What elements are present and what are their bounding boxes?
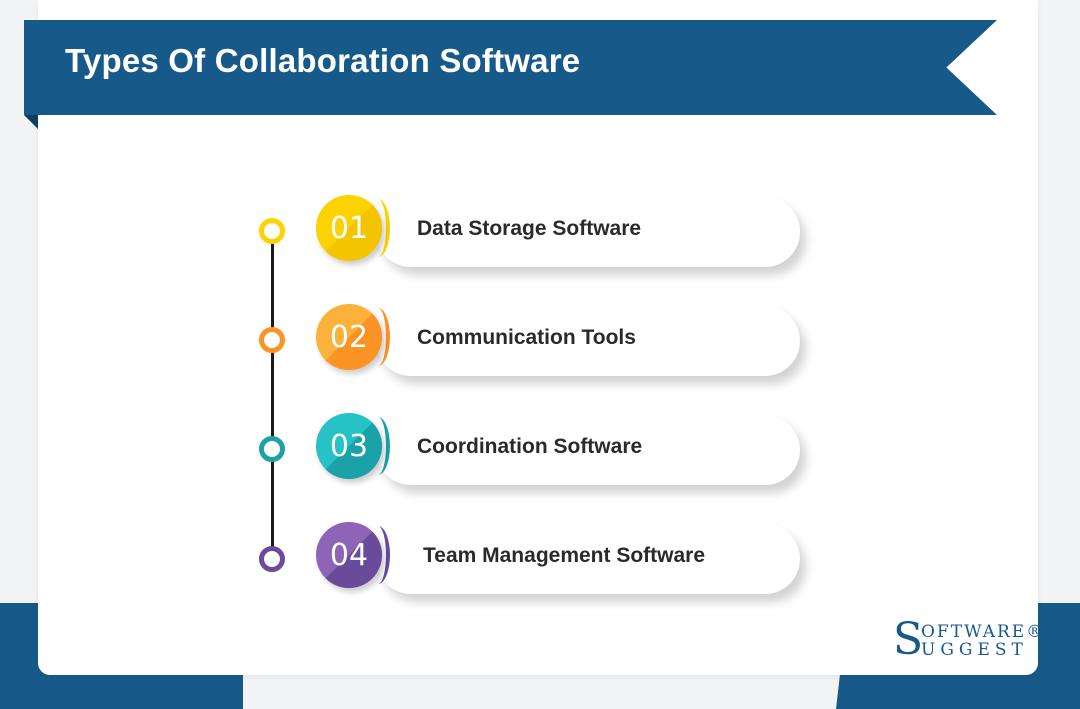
item-pill <box>376 306 800 376</box>
item-label: Data Storage Software <box>417 217 642 240</box>
page-title: Types Of Collaboration Software <box>65 42 581 79</box>
item-pill <box>376 415 800 485</box>
item-pill <box>376 524 800 594</box>
item-label: Team Management Software <box>423 544 706 567</box>
arc-decoration-icon <box>366 526 390 584</box>
number-badge: 03 <box>316 413 382 479</box>
list-item-4: 04 Team Management Software <box>316 522 816 602</box>
item-label: Communication Tools <box>417 326 636 349</box>
arc-decoration-icon <box>366 417 390 475</box>
title-ribbon <box>24 20 997 115</box>
badge-number: 03 <box>329 428 369 464</box>
timeline-node-2 <box>259 327 285 353</box>
badge-number: 04 <box>329 537 369 573</box>
logo-line2: UGGEST <box>921 640 1028 660</box>
badge-number: 02 <box>329 319 369 355</box>
timeline-line <box>271 228 274 558</box>
logo-initial: S <box>893 614 924 665</box>
arc-decoration-icon <box>366 308 390 366</box>
list-item-2: 02 Communication Tools <box>316 304 816 384</box>
item-label: Coordination Software <box>417 435 643 458</box>
logo-line1: OFTWARE® <box>921 622 1046 642</box>
list-item-1: 01 Data Storage Software <box>316 195 816 275</box>
badge-number: 01 <box>329 210 369 246</box>
number-badge: 01 <box>316 195 382 261</box>
number-badge: 02 <box>316 304 382 370</box>
timeline-node-1 <box>259 218 285 244</box>
list-item-3: 03 Coordination Software <box>316 413 816 493</box>
arc-decoration-icon <box>366 199 390 257</box>
item-pill <box>376 197 800 267</box>
timeline-node-3 <box>259 436 285 462</box>
timeline-node-4 <box>259 546 285 572</box>
number-badge: 04 <box>316 522 382 588</box>
ribbon-fold <box>24 115 38 129</box>
